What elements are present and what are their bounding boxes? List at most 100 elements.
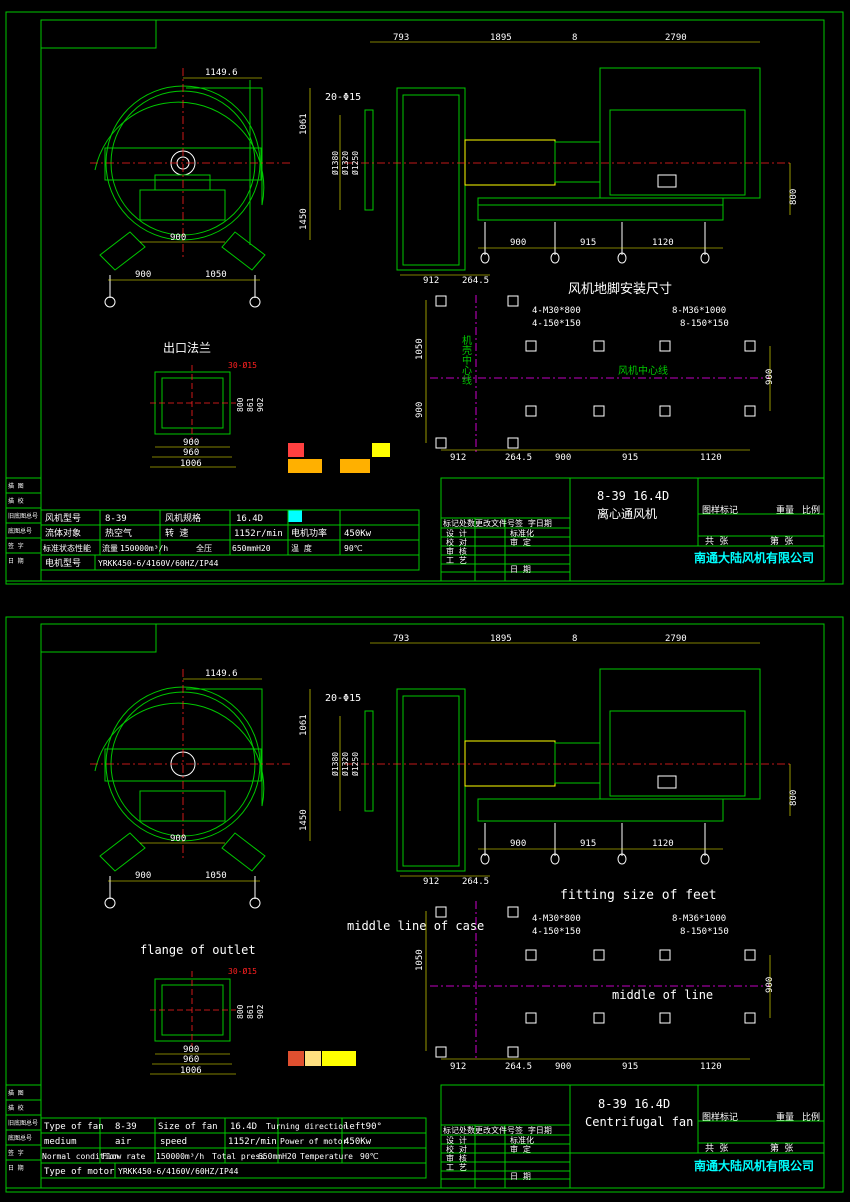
en-tb-craft: 工 艺 (446, 1163, 467, 1172)
dim-800-label: 800 (789, 189, 799, 205)
spec-en-medium: air (115, 1137, 132, 1147)
spec-en-turn: left90° (344, 1122, 382, 1132)
title-block-en (440, 1084, 825, 1189)
base-1120-label: 1120 (652, 238, 674, 248)
en-tb-weight: 重量 (776, 1111, 794, 1123)
en-dim-793: 793 (393, 634, 409, 644)
en-flange-960: 960 (183, 1055, 199, 1065)
en-dim-2790: 2790 (665, 634, 687, 644)
spec-en-size: 16.4D (230, 1122, 257, 1132)
foundation-plan-en (435, 906, 756, 1058)
spec-en-turn-label: Turning direction (266, 1122, 348, 1131)
spec-cn-type-label: 风机型号 (45, 512, 81, 524)
foundation-dims (425, 300, 771, 451)
drawing-sheet-chinese: 1149.6 1061 1450 900 900 1050 793 1895 8… (5, 11, 844, 585)
tb-standard: 标准化 (510, 528, 534, 538)
spec-en-type: 8-39 (115, 1122, 137, 1132)
en-fd-900b: 900 (555, 1062, 571, 1072)
fd-1050-label: 1050 (415, 338, 425, 360)
tb-name: 离心通风机 (597, 506, 657, 521)
en-base-264: 264.5 (462, 877, 489, 887)
flange-dims (150, 446, 236, 468)
spec-en-speed-label: speed (160, 1137, 187, 1147)
dim-900a-label: 900 (170, 233, 186, 243)
dim-1450-label: 1450 (299, 208, 309, 230)
color-swatches (288, 443, 390, 522)
spec-cn-flow-label: 流量 (102, 543, 118, 553)
en-fd-912: 912 (450, 1062, 466, 1072)
tb-craft: 工 艺 (446, 556, 467, 565)
spec-cn-flow: 150000m³/h (120, 544, 168, 553)
d1380-label: Ø1380 (330, 151, 340, 175)
spec-cn-speed: 1152r/min (234, 529, 283, 539)
hole-spec-label: 20-Φ15 (325, 92, 361, 103)
en-tb-name: Centrifugal fan (585, 1115, 693, 1129)
spec-cn-speed-label: 转 速 (165, 527, 188, 539)
en-tb-total: 共 张 (705, 1143, 728, 1154)
dim-1061-label: 1061 (299, 113, 309, 135)
spec-en-temp-label: Temperature (300, 1152, 353, 1161)
tb-company: 南通大陆风机有限公司 (694, 550, 814, 565)
foundation-plan (435, 295, 756, 449)
fd-1120-label: 1120 (700, 453, 722, 463)
en-tb-approve: 审 定 (510, 1144, 531, 1154)
title-block (440, 477, 825, 582)
en-fd-1050: 1050 (415, 949, 425, 971)
inner-frame (40, 19, 825, 582)
en-dim-1149: 1149.6 (205, 669, 238, 679)
lc-4: 底图总号 (8, 527, 32, 535)
lc-1: 描 图 (8, 482, 24, 490)
dim-900b-label: 900 (135, 270, 151, 280)
spec-en-flow: 150000m³/h (156, 1152, 204, 1161)
en-tb-date: 日 期 (510, 1172, 531, 1181)
spec-cn-motor-label: 电机型号 (45, 557, 81, 569)
en-fan-centerline: middle of line (612, 988, 713, 1002)
en-base-915: 915 (580, 839, 596, 849)
spec-cn-power: 450Kw (344, 529, 372, 539)
flange-1006-label: 1006 (180, 459, 202, 469)
flange-861-label: 861 (246, 397, 255, 412)
en-lc-6: 日 期 (8, 1164, 24, 1172)
fd-915-label: 915 (622, 453, 638, 463)
en-tb-company: 南通大陆风机有限公司 (694, 1158, 814, 1173)
lc-2: 描 校 (8, 497, 24, 505)
fan-centerline-label: 风机中心线 (618, 364, 668, 377)
spec-cn-temp-label: 温 度 (291, 543, 312, 553)
spec-en-press-label: Total press (212, 1152, 265, 1161)
d1250-label: Ø1250 (350, 151, 360, 175)
spec-en-normal-label: Normal condition (42, 1152, 119, 1161)
color-swatches-en (288, 1051, 356, 1066)
spec-cn-type: 8-39 (105, 514, 127, 524)
flange-title: 出口法兰 (163, 341, 211, 355)
flange-960-label: 960 (183, 448, 199, 458)
en-fd-900r: 900 (765, 977, 775, 993)
en-fd-4150: 4-150*150 (532, 927, 581, 937)
cad-drawing-chinese: 1149.6 1061 1450 900 900 1050 793 1895 8… (5, 11, 844, 585)
base-264-label: 264.5 (462, 276, 489, 286)
en-base-1120: 1120 (652, 839, 674, 849)
corner-box (40, 19, 157, 49)
dim-lines-top (339, 41, 791, 276)
en-dim-900b: 900 (135, 871, 151, 881)
tb-weight: 重量 (776, 504, 794, 516)
tb-approve: 审 定 (510, 537, 531, 547)
spec-en-motor: YRKK450-6/4160V/60HZ/IP44 (118, 1167, 239, 1176)
base-900-label: 900 (510, 238, 526, 248)
en-tb-ratio: 比例 (802, 1111, 820, 1123)
en-dim-900a: 900 (170, 834, 186, 844)
en-tb-sheet: 第 张 (770, 1142, 793, 1154)
lc-5: 签 字 (8, 542, 24, 550)
spec-en-motor-label: Type of motor (44, 1167, 115, 1177)
dim-1149-label: 1149.6 (205, 68, 238, 78)
dim-8-label: 8 (572, 33, 577, 43)
en-fd-915: 915 (622, 1062, 638, 1072)
spec-cn-medium-label: 流体对象 (45, 527, 81, 539)
spec-en-press: 650mmH20 (258, 1152, 297, 1161)
housing-centerlines (90, 68, 290, 260)
en-fd-8m36: 8-M36*1000 (672, 914, 726, 924)
en-tb-mark-row: 标记处数更改文件号签 字日期 (443, 1125, 552, 1135)
en-lc-2: 描 校 (8, 1104, 24, 1112)
en-tb-check: 校 对 (446, 1144, 467, 1154)
fd-4150-label: 4-150*150 (532, 319, 581, 329)
tb-review: 审 核 (446, 546, 467, 556)
